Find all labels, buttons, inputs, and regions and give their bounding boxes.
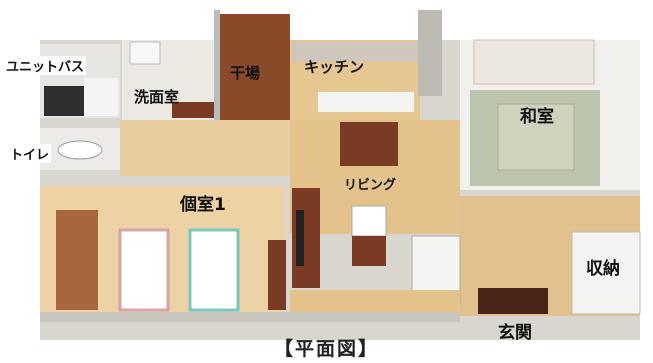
- kitchen-counter: [292, 42, 420, 62]
- washroom-cabinet: [172, 102, 218, 118]
- kitchen-island: [318, 92, 414, 112]
- living-cabinet: [351, 205, 387, 237]
- floor-plan-caption: 【平面図】: [273, 338, 379, 360]
- dining-table: [340, 122, 398, 166]
- corridor: [120, 120, 290, 176]
- living-sofa: [352, 236, 386, 266]
- washroom-sink: [129, 41, 161, 65]
- room-label-kitchen: キッチン: [304, 58, 365, 76]
- storage-area: [571, 231, 641, 315]
- drying-area-wall: [214, 10, 220, 122]
- room-label-living: リビング: [344, 178, 397, 193]
- room-label-drying-area: 干場: [230, 64, 261, 82]
- japanese-room-closet: [473, 39, 595, 85]
- unit-bath-tub: [44, 86, 84, 116]
- room-label-storage: 収納: [586, 259, 620, 279]
- bed-left: [118, 228, 170, 312]
- private-room-desk: [268, 240, 286, 310]
- bed-right: [188, 228, 240, 312]
- room-label-unit-bath: ユニットバス: [4, 56, 87, 75]
- entrance-tile: [478, 288, 548, 314]
- room-label-toilet: トイレ: [8, 144, 52, 163]
- bottom-floor-strip: [290, 290, 460, 316]
- room-label-washroom: 洗面室: [134, 88, 180, 106]
- room-label-entrance: 玄関: [498, 323, 532, 343]
- room-label-japanese-room: 和室: [520, 107, 554, 127]
- room-label-private-room: 個室1: [180, 195, 226, 215]
- toilet-bowl: [57, 140, 103, 160]
- private-room-closet: [56, 210, 98, 310]
- unit-bath-floor: [84, 78, 118, 116]
- bottom-wall: [40, 312, 460, 322]
- kitchen-right-wall: [418, 10, 442, 96]
- tv-screen: [296, 210, 304, 266]
- drying-area-floor: [220, 14, 290, 122]
- tatami-inner: [497, 103, 575, 171]
